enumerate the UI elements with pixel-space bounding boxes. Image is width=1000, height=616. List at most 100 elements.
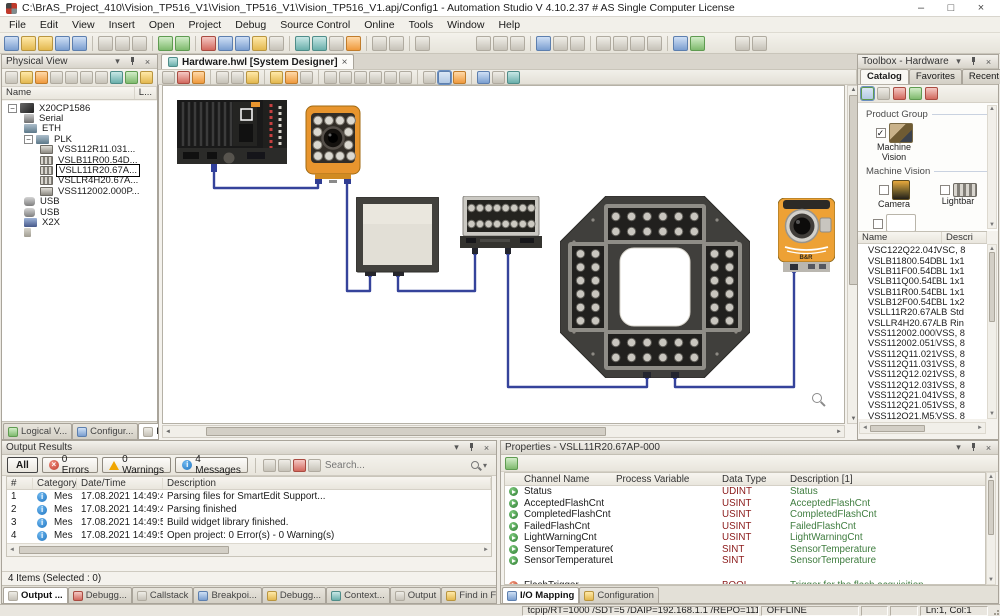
scrollbar-thumb[interactable]	[869, 424, 925, 432]
close-icon[interactable]: ×	[483, 442, 490, 453]
resize-grip[interactable]	[990, 605, 1000, 616]
tree-row[interactable]: VSS112002.000P...	[2, 186, 157, 197]
catalog-group-item-partial[interactable]	[868, 213, 920, 231]
filter-errors-button[interactable]: ×0 Errors	[41, 454, 99, 476]
close-button[interactable]: ×	[977, 2, 985, 14]
scroll-up-icon[interactable]: ▲	[850, 87, 857, 93]
properties-tab[interactable]: Configuration	[579, 587, 659, 603]
tree-toggle-icon[interactable]: −	[24, 134, 33, 144]
scroll-left-icon[interactable]: ◄	[9, 547, 15, 553]
tree-row[interactable]: Serial	[2, 113, 157, 124]
tree-row[interactable]: USB	[2, 196, 157, 207]
canvas-zoom-icon[interactable]	[812, 393, 822, 403]
chevron-down-icon[interactable]: ▾	[956, 442, 961, 452]
pin-icon[interactable]	[968, 56, 979, 68]
catalog-row[interactable]: VSLB11800.54DP-000 BL 1x1	[868, 255, 965, 266]
properties-tab[interactable]: I/O Mapping	[502, 587, 580, 603]
scroll-up-icon[interactable]: ▲	[988, 474, 994, 480]
catalog-group-item-camera[interactable]: Camera	[868, 180, 920, 210]
view-tab[interactable]: Configur...	[72, 423, 139, 439]
menu-item[interactable]: Edit	[39, 18, 59, 31]
scrollbar-thumb[interactable]	[205, 427, 606, 436]
scroll-right-icon[interactable]: ►	[977, 425, 983, 431]
tree-row[interactable]: VSLL11R20.67A...	[2, 164, 157, 178]
scrollbar-thumb[interactable]	[989, 252, 995, 322]
properties-vertical-scrollbar[interactable]: ▲ ▼	[986, 472, 996, 585]
catalog-vertical-scrollbar[interactable]: ▲ ▼	[987, 244, 997, 419]
catalog-row[interactable]: VSS112Q21.041P-000 VSS, 8	[868, 389, 965, 400]
output-tab[interactable]: Output ...	[3, 587, 68, 603]
scroll-up-icon[interactable]: ▲	[989, 106, 995, 112]
scroll-left-icon[interactable]: ◄	[165, 428, 171, 435]
ringlight-device[interactable]	[560, 196, 750, 378]
line-column-header[interactable]: L...	[135, 87, 157, 99]
lightbar-device[interactable]	[460, 196, 542, 254]
maximize-button[interactable]: □	[947, 2, 955, 14]
toolbox-tab[interactable]: Catalog	[860, 69, 909, 84]
sensor-device[interactable]: B&R	[778, 198, 835, 272]
catalog-row[interactable]: VSLB11R00.54DP-000 BL 1x1	[868, 286, 965, 297]
catalog-row[interactable]: VSC122Q22.041P-000 VSC, 8	[868, 245, 966, 256]
catalog-row[interactable]: VSS112002.000P-000 VSS, 8	[868, 327, 965, 338]
catalog-row[interactable]: VSS112Q21.051P-000 VSS, 8	[868, 400, 965, 411]
partial-checkbox[interactable]	[872, 218, 883, 229]
lightbar-checkbox[interactable]	[939, 185, 950, 195]
menu-item[interactable]: Window	[447, 18, 485, 31]
tree-row[interactable]: VSLB11R00.54D...	[2, 155, 157, 166]
process-variable-column-header[interactable]: Process Variable	[616, 473, 690, 485]
channel-row[interactable]: Status UDINT Status	[505, 486, 985, 498]
output-tab[interactable]: Callstack	[131, 587, 194, 603]
channel-row[interactable]: FailedFlashCnt USINT FailedFlashCnt	[505, 521, 985, 533]
groups-vertical-scrollbar[interactable]: ▲ ▼	[987, 105, 997, 229]
search-input[interactable]	[324, 459, 467, 471]
tree-row[interactable]: − PLK	[2, 134, 157, 145]
close-icon[interactable]: ×	[985, 56, 992, 67]
menu-item[interactable]: Debug	[235, 18, 267, 31]
menu-item[interactable]: Source Control	[280, 18, 351, 31]
description-column-header[interactable]: Description	[163, 477, 491, 489]
search-icon[interactable]	[470, 461, 479, 469]
scroll-down-icon[interactable]: ▼	[989, 411, 995, 417]
scroll-right-icon[interactable]: ►	[836, 428, 842, 435]
minimize-button[interactable]: –	[917, 2, 925, 14]
catalog-row[interactable]: VSLB11Q00.54DP-000 BL 1x1	[868, 276, 965, 287]
channel-row[interactable]: SensorTemperatureController... SINT Sens…	[505, 544, 985, 556]
output-tab[interactable]: Debugg...	[261, 587, 327, 603]
scroll-down-icon[interactable]: ▼	[988, 577, 994, 583]
tree-toggle-icon[interactable]: −	[8, 103, 17, 113]
output-horizontal-scrollbar[interactable]: ◄ ►	[7, 543, 491, 556]
scrollbar-thumb[interactable]	[988, 480, 994, 535]
camera-checkbox[interactable]	[878, 185, 889, 195]
tree-row[interactable]: − X20CP1586	[2, 103, 157, 114]
plc-device[interactable]	[177, 100, 287, 172]
menu-item[interactable]: Tools	[408, 18, 434, 31]
close-icon[interactable]: ×	[985, 442, 992, 453]
tree-row[interactable]: ETH	[2, 123, 157, 134]
description-column-header[interactable]: Description [1]	[790, 473, 853, 485]
datatype-column-header[interactable]: Data Type	[722, 473, 767, 485]
pin-icon[interactable]	[968, 442, 979, 454]
datetime-column-header[interactable]: Date/Time	[77, 477, 163, 489]
catalog-row[interactable]: VSS112Q11.021P-000 VSS, 8	[868, 348, 965, 359]
catalog-row[interactable]: VSS112Q12.031P-000 VSS, 8	[868, 379, 965, 390]
name-column-header[interactable]: Name	[2, 87, 135, 99]
channel-row[interactable]: SensorTemperatureLedBoard SINT SensorTem…	[505, 555, 985, 567]
menu-item[interactable]: Online	[364, 18, 395, 31]
close-icon[interactable]: ×	[144, 56, 151, 67]
channel-row[interactable]: CompletedFlashCnt USINT CompletedFlashCn…	[505, 509, 985, 521]
menu-item[interactable]: Insert	[108, 18, 135, 31]
filter-warnings-button[interactable]: 0 Warnings	[102, 454, 172, 476]
canvas-horizontal-scrollbar[interactable]: ◄ ►	[162, 425, 845, 438]
output-row[interactable]: 2 iMess... 17.08.2021 14:49:44,9536 Pars…	[11, 504, 237, 515]
menu-item[interactable]: Help	[498, 18, 521, 31]
menu-item[interactable]: Project	[188, 18, 222, 31]
chevron-down-icon[interactable]: ▾	[454, 442, 459, 452]
menu-item[interactable]: View	[72, 18, 95, 31]
menu-item[interactable]: Open	[148, 18, 175, 31]
tree-row[interactable]: X2X	[2, 217, 157, 228]
scroll-left-icon[interactable]: ◄	[862, 425, 868, 431]
channel-column-header[interactable]: Channel Name	[524, 473, 590, 485]
catalog-row[interactable]: VSS112002.051P-000 VSS, 8	[868, 338, 965, 349]
tree-row[interactable]: VSS112R11.031...	[2, 144, 157, 155]
backlight-device[interactable]	[356, 197, 439, 276]
